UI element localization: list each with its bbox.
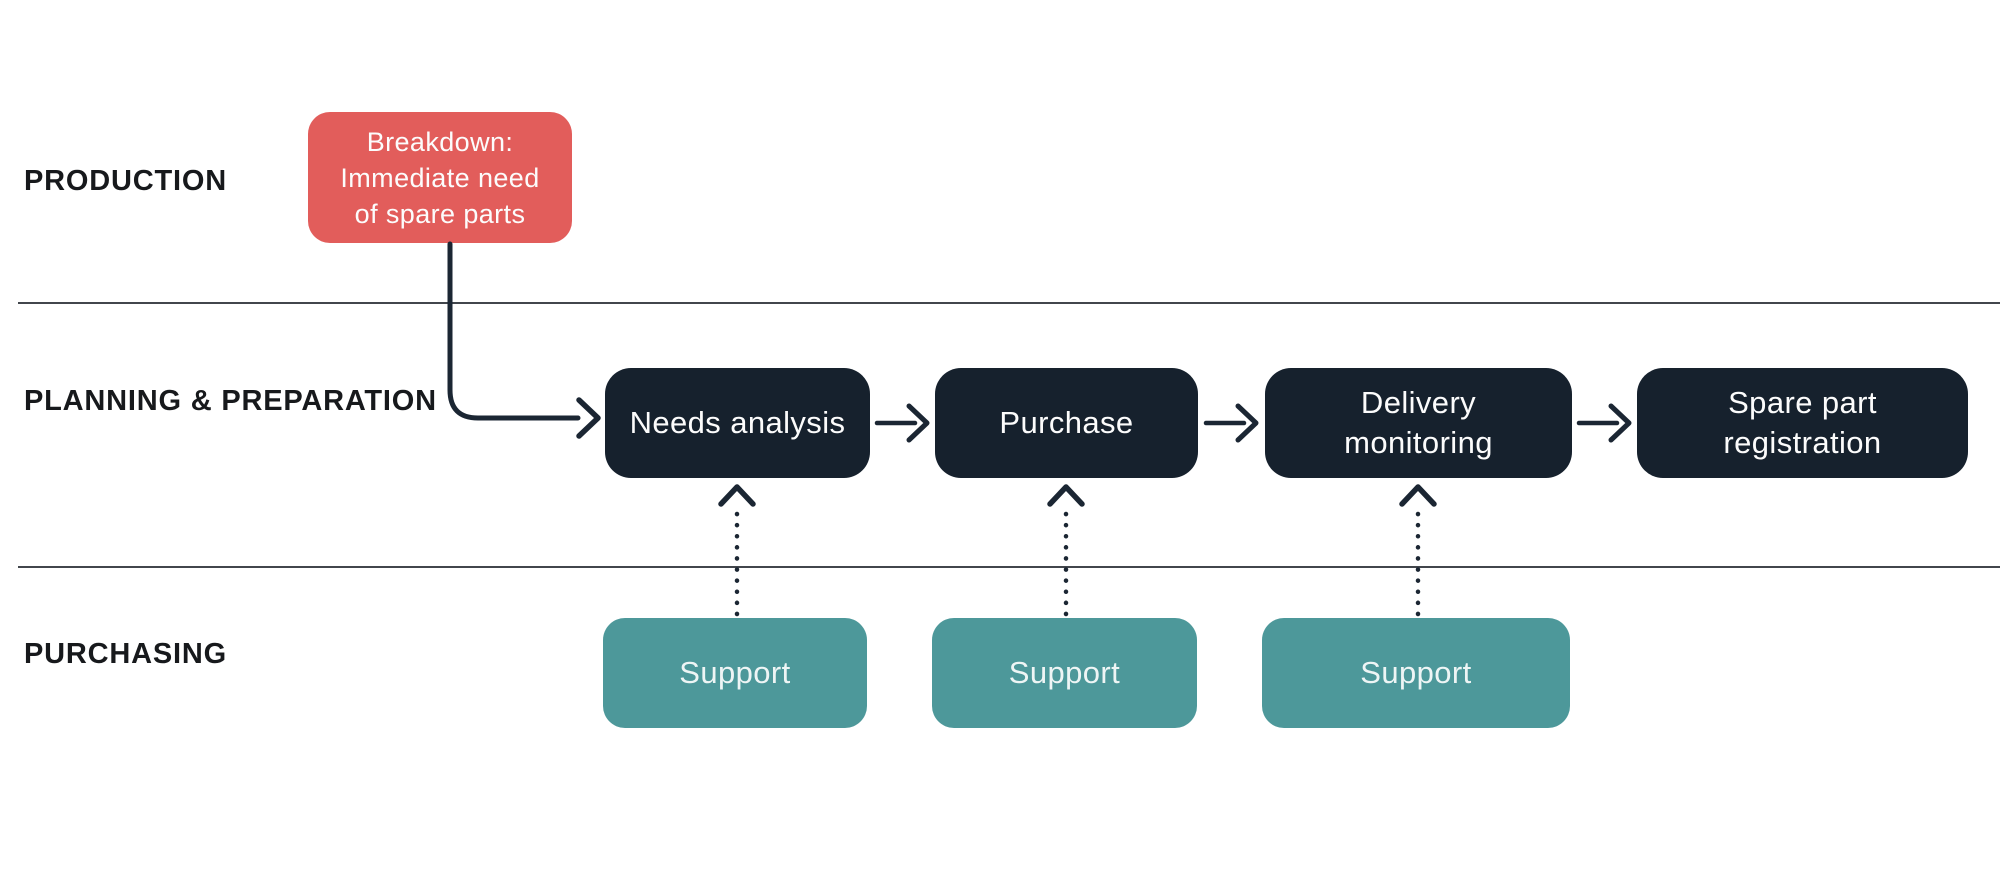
arrow-right-icon: [874, 403, 930, 443]
lane-label-production: PRODUCTION: [24, 165, 227, 197]
node-breakdown: Breakdown: Immediate need of spare parts: [308, 112, 572, 243]
support-3-label: Support: [1360, 655, 1472, 690]
node-spare-part-registration: Spare part registration: [1637, 368, 1968, 478]
needs-analysis-label: Needs analysis: [629, 405, 846, 440]
dotted-arrow-up-icon: [718, 484, 756, 617]
lane-label-planning-line1: PLANNING &: [24, 385, 213, 417]
node-support-3: Support: [1262, 618, 1570, 728]
support-2-label: Support: [1008, 655, 1121, 690]
delivery-monitoring-line1: Delivery: [1360, 385, 1477, 420]
arrow-right-icon: [1203, 403, 1259, 443]
spare-part-registration-line1: Spare part: [1728, 385, 1877, 420]
node-support-1: Support: [603, 618, 867, 728]
dotted-arrow-up-icon: [1047, 484, 1085, 617]
delivery-monitoring-line2: monitoring: [1344, 425, 1493, 460]
breakdown-line3: of spare parts: [354, 198, 526, 229]
breakdown-line2: Immediate need: [340, 162, 540, 193]
node-purchase: Purchase: [935, 368, 1198, 478]
elbow-arrow-icon: [447, 241, 601, 439]
lane-label-purchasing: PURCHASING: [24, 638, 227, 670]
node-delivery-monitoring: Delivery monitoring: [1265, 368, 1572, 478]
divider-planning-purchasing: [18, 566, 2000, 568]
breakdown-line1: Breakdown:: [366, 126, 514, 157]
node-support-2: Support: [932, 618, 1197, 728]
purchase-label: Purchase: [999, 405, 1134, 440]
lane-label-planning-line2: PREPARATION: [221, 385, 437, 417]
lane-label-planning-preparation: PLANNING & PREPARATION: [24, 384, 437, 418]
spare-part-registration-line2: registration: [1723, 425, 1882, 460]
support-1-label: Support: [679, 655, 791, 690]
dotted-arrow-up-icon: [1399, 484, 1437, 617]
node-needs-analysis: Needs analysis: [605, 368, 870, 478]
arrow-right-icon: [1576, 403, 1632, 443]
divider-production-planning: [18, 302, 2000, 304]
